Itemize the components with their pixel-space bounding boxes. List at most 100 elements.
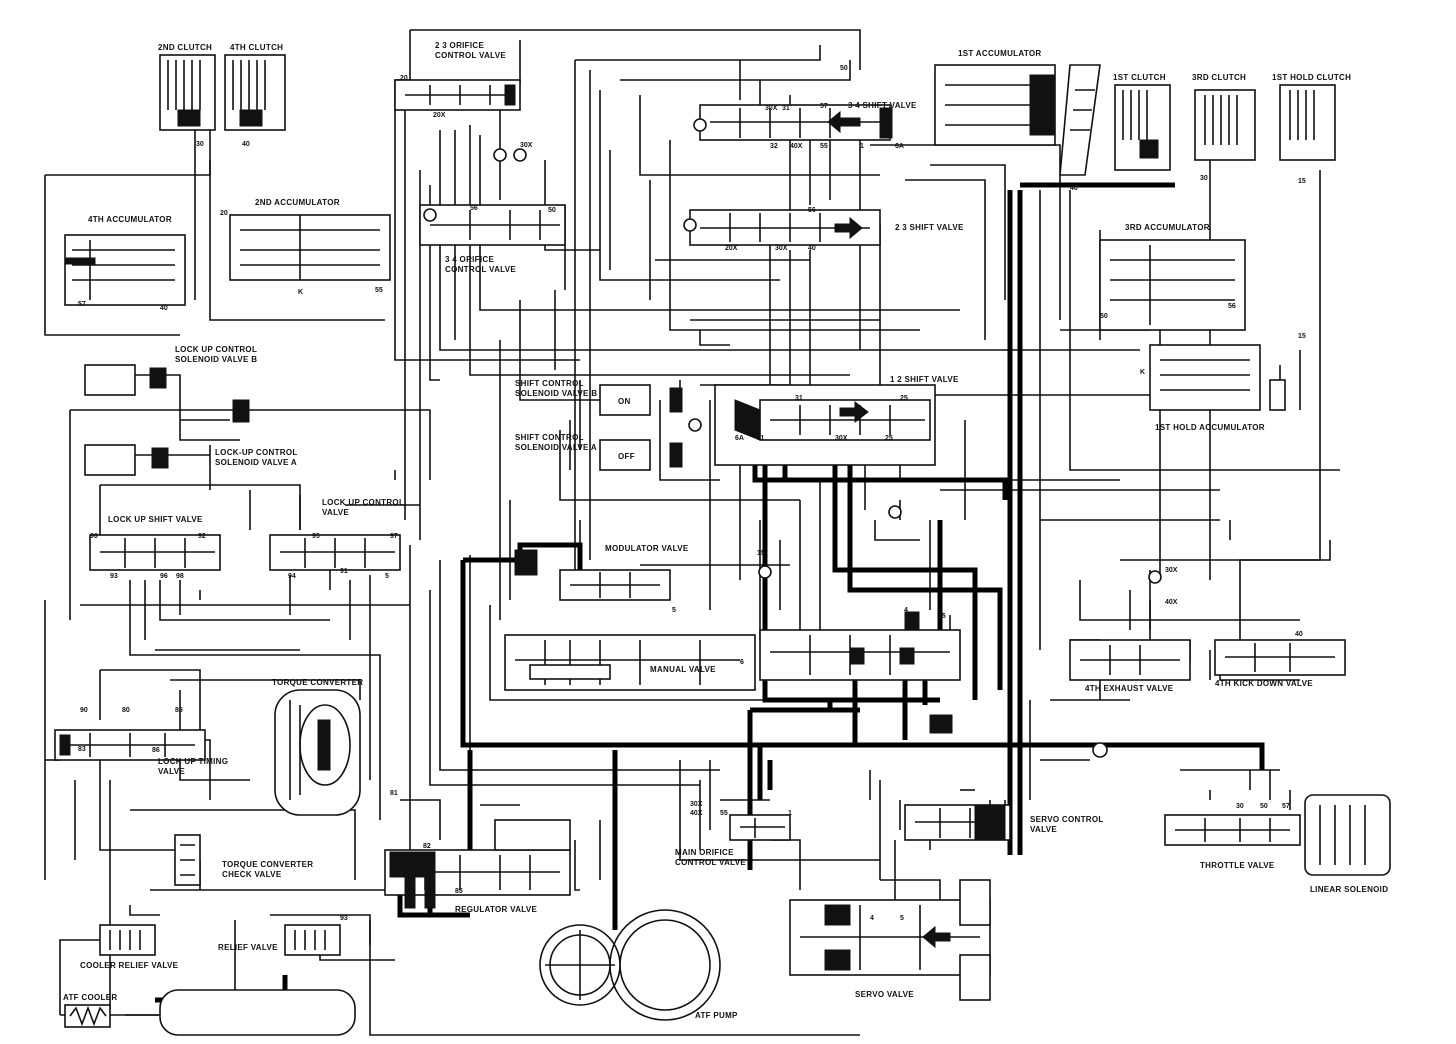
shift-valve-2-3[interactable] [689, 209, 881, 246]
shift-solenoid-a[interactable] [599, 439, 683, 471]
port-label: 30 [196, 141, 204, 148]
accumulator-2nd [229, 214, 391, 281]
label-1st-hold-clutch: 1ST HOLD CLUTCH [1272, 73, 1351, 82]
label-lockup-control: LOCK UP CONTROL [322, 498, 404, 507]
label-lockup-shift-valve: LOCK UP SHIFT VALVE [108, 515, 203, 524]
label-relief-valve: RELIEF VALVE [218, 943, 278, 952]
label-lockup-control-2: VALVE [322, 508, 349, 517]
oil-reservoir [159, 989, 356, 1036]
port-label: 55 [820, 143, 828, 150]
port-label: 30X [835, 435, 848, 442]
modulator-valve[interactable] [514, 549, 671, 601]
exhaust-valve-4th[interactable] [1069, 639, 1191, 681]
orifice-2-3-control-valve[interactable] [394, 79, 521, 111]
port-label: 81 [390, 790, 398, 797]
label-1st-hold-accumulator: 1ST HOLD ACCUMULATOR [1155, 423, 1265, 432]
port-label: 56 [470, 205, 478, 212]
clutch-4th [224, 54, 286, 131]
port-label: 5 [900, 915, 904, 922]
lockup-control-valve[interactable] [269, 534, 401, 571]
port-label: 98 [176, 573, 184, 580]
port-label: 57 [820, 103, 828, 110]
port-label: 93 [110, 573, 118, 580]
port-label: 86 [152, 747, 160, 754]
label-tc-check-2: CHECK VALVE [222, 870, 282, 879]
hold-clutch-1st [1279, 84, 1336, 161]
lockup-solenoid-a[interactable] [84, 444, 169, 476]
label-servo-valve: SERVO VALVE [855, 990, 914, 999]
clutch-3rd [1194, 89, 1256, 161]
label-shift-sol-a-2: SOLENOID VALVE A [515, 443, 597, 452]
port-label: 95 [312, 533, 320, 540]
label-lockup-sol-a: LOCK-UP CONTROL [215, 448, 298, 457]
label-4th-exhaust-valve: 4TH EXHAUST VALVE [1085, 684, 1174, 693]
main-orifice-control-valve[interactable] [729, 814, 791, 841]
port-label: 56 [1228, 303, 1236, 310]
label-4th-clutch: 4TH CLUTCH [230, 43, 283, 52]
manual-valve[interactable] [504, 634, 756, 691]
port-label: 82 [423, 843, 431, 850]
label-atf-cooler: ATF COOLER [63, 993, 117, 1002]
label-shift-2-3: 2 3 SHIFT VALVE [895, 223, 964, 232]
label-main-orifice-2: CONTROL VALVE [675, 858, 746, 867]
lockup-solenoid-b[interactable] [84, 364, 167, 396]
port-label: 56 [808, 207, 816, 214]
port-label: K [298, 289, 303, 296]
port-label: 30X [775, 245, 788, 252]
servo-valve[interactable] [789, 879, 991, 1001]
cooler-relief-valve[interactable] [99, 924, 156, 956]
port-label: 20X [725, 245, 738, 252]
label-shift-sol-a: SHIFT CONTROL [515, 433, 584, 442]
flow-arrow-icon [922, 925, 951, 949]
servo-control-valve[interactable] [904, 804, 1011, 841]
port-label: 40X [1165, 599, 1178, 606]
port-label: 85 [175, 707, 183, 714]
port-label: 85 [455, 888, 463, 895]
port-label: 30X [1165, 567, 1178, 574]
label-shift-3-4: 3 4 SHIFT VALVE [848, 101, 917, 110]
label-lockup-sol-b-2: SOLENOID VALVE B [175, 355, 257, 364]
shift-valve-3-4[interactable] [699, 104, 893, 141]
label-modulator-valve: MODULATOR VALVE [605, 544, 689, 553]
regulator-valve[interactable] [384, 819, 571, 909]
label-2nd-accumulator: 2ND ACCUMULATOR [255, 198, 340, 207]
label-2nd-clutch: 2ND CLUTCH [158, 43, 212, 52]
label-linear-solenoid: LINEAR SOLENOID [1310, 885, 1388, 894]
port-label: 40 [1070, 185, 1078, 192]
throttle-valve[interactable] [1164, 814, 1301, 846]
label-main-orifice: MAIN ORIFICE [675, 848, 734, 857]
label-4th-kickdown-valve: 4TH KICK DOWN VALVE [1215, 679, 1313, 688]
lockup-shift-valve[interactable] [89, 534, 221, 571]
port-label: 20 [400, 75, 408, 82]
port-label: 31 [782, 105, 790, 112]
label-off: OFF [618, 452, 635, 461]
port-label: 1 [860, 143, 864, 150]
gear-pump-icon [539, 909, 721, 1021]
port-label: 40X [790, 143, 803, 150]
orifice-3-4-control-valve[interactable] [419, 204, 566, 246]
flow-arrow-icon [839, 400, 869, 424]
linear-solenoid[interactable] [1304, 794, 1391, 876]
label-torque-converter: TORQUE CONVERTER [272, 678, 363, 687]
shift-solenoid-b[interactable] [599, 384, 683, 416]
port-label: 11 [757, 435, 765, 442]
label-3rd-accumulator: 3RD ACCUMULATOR [1125, 223, 1210, 232]
port-label: 55 [720, 810, 728, 817]
clutch-2nd [159, 54, 216, 131]
tc-check-valve[interactable] [174, 834, 201, 886]
relief-valve[interactable] [284, 924, 341, 956]
port-label: K [1140, 369, 1145, 376]
kickdown-valve-4th[interactable] [1214, 639, 1346, 676]
lockup-timing-valve[interactable] [54, 729, 206, 761]
shift-valve-1-2[interactable] [714, 384, 936, 466]
hold-accumulator-1st [1149, 344, 1286, 411]
port-label: 6 [740, 659, 744, 666]
label-lockup-sol-b: LOCK UP CONTROL [175, 345, 257, 354]
torque-converter [274, 689, 361, 816]
port-label: 1 [1008, 801, 1012, 808]
port-label: 15 [1298, 178, 1306, 185]
label-cooler-relief-valve: COOLER RELIEF VALVE [80, 961, 179, 970]
label-on: ON [618, 397, 631, 406]
port-label: 50 [840, 65, 848, 72]
